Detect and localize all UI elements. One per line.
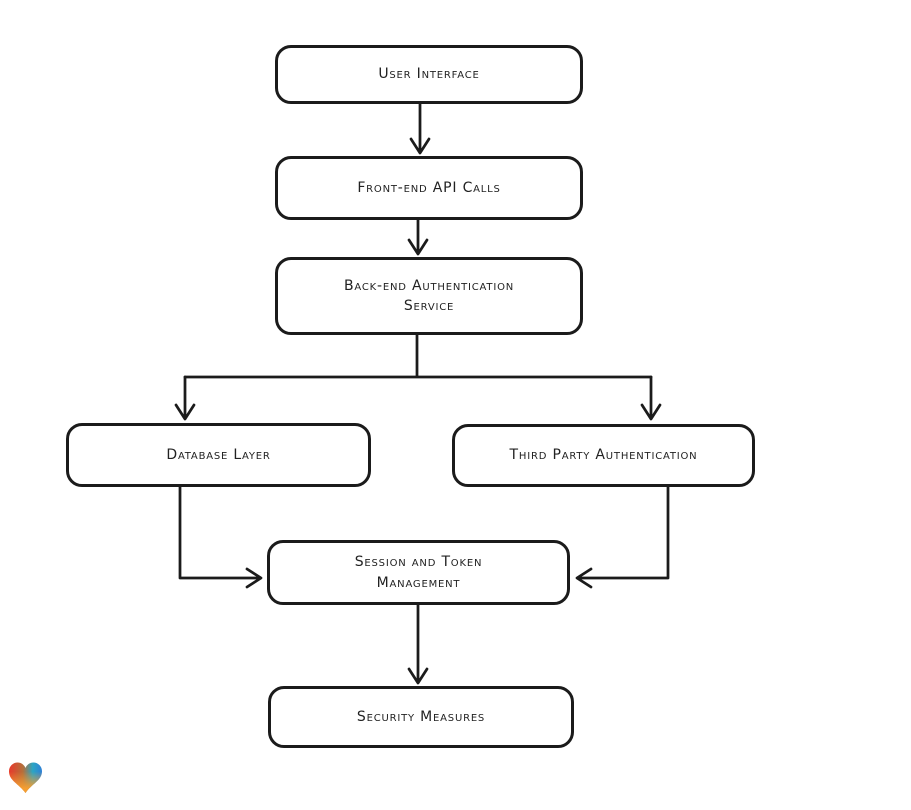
node-label: Management <box>376 574 461 591</box>
heart-shape-overlay <box>9 762 42 793</box>
node-user-interface: User Interface <box>275 45 583 104</box>
edge-user-interface-to-front-end <box>409 102 431 155</box>
node-back-end-authentication-service: Back-end Authentication Service <box>275 257 583 335</box>
node-database-layer: Database Layer <box>66 423 371 487</box>
node-front-end-api-calls: Front-end API Calls <box>275 156 583 220</box>
node-label: Third Party Authentication <box>509 447 698 464</box>
edge-back-end-branch <box>183 333 653 379</box>
edge-front-end-to-back-end <box>407 218 429 256</box>
node-label: Back-end Authentication <box>343 277 515 294</box>
node-label: Front-end API Calls <box>357 179 501 196</box>
node-label: Database Layer <box>166 446 271 463</box>
edge-database-to-session <box>178 485 263 589</box>
node-session-and-token-management: Session and Token Management <box>267 540 570 605</box>
node-third-party-authentication: Third Party Authentication <box>452 424 755 487</box>
node-label: Service <box>403 298 455 314</box>
gradient-heart-logo <box>9 762 42 793</box>
node-label: User Interface <box>378 66 480 83</box>
node-label: Security Measures <box>356 708 486 725</box>
node-security-measures: Security Measures <box>268 686 574 748</box>
edge-branch-to-third-party <box>640 375 662 421</box>
edge-third-party-to-session <box>575 485 670 589</box>
node-label: Session and Token <box>354 554 483 571</box>
edge-session-to-security <box>407 603 429 685</box>
edge-branch-to-database-layer <box>174 375 196 421</box>
